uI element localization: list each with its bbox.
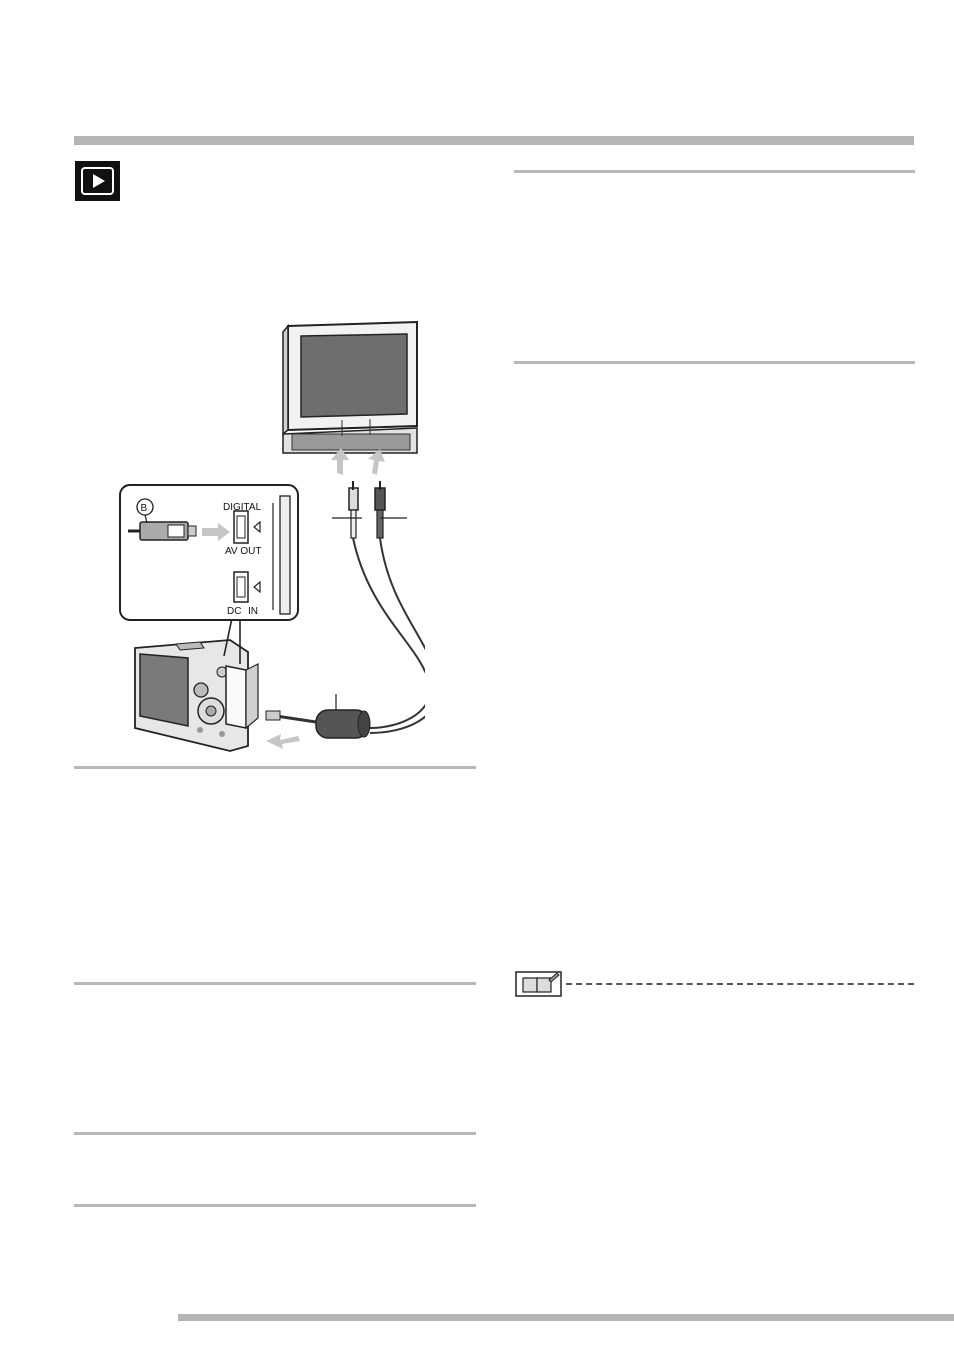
insert-arrows (331, 448, 385, 475)
left-section-divider-4 (74, 1204, 476, 1207)
left-section-divider-2 (74, 982, 476, 985)
digital-port-label: DIGITAL (223, 502, 262, 513)
tv-connection-illustration: B DIGITAL AV OUT DC IN (119, 320, 425, 752)
rca-plugs (332, 481, 407, 539)
note-dashed-rule (566, 983, 914, 985)
dc-port-label: DC (227, 606, 241, 617)
camera-insert-arrow (266, 734, 300, 749)
ferrite-core (265, 694, 371, 739)
left-section-divider-1 (74, 766, 476, 769)
header-rule (74, 136, 914, 145)
in-port-label: IN (248, 606, 258, 617)
port-detail-inset: B DIGITAL AV OUT DC IN (119, 484, 299, 664)
left-section-divider-3 (74, 1132, 476, 1135)
right-section-divider-2 (514, 361, 915, 364)
av-out-port-label: AV OUT (225, 546, 261, 557)
callout-letter-b: B (141, 503, 148, 514)
footer-rule (178, 1314, 954, 1321)
note-memo-icon (515, 971, 562, 997)
television (282, 320, 418, 454)
camera (134, 639, 259, 752)
av-cable (352, 537, 425, 734)
right-section-divider-1 (514, 170, 915, 173)
playback-mode-icon (75, 161, 120, 201)
